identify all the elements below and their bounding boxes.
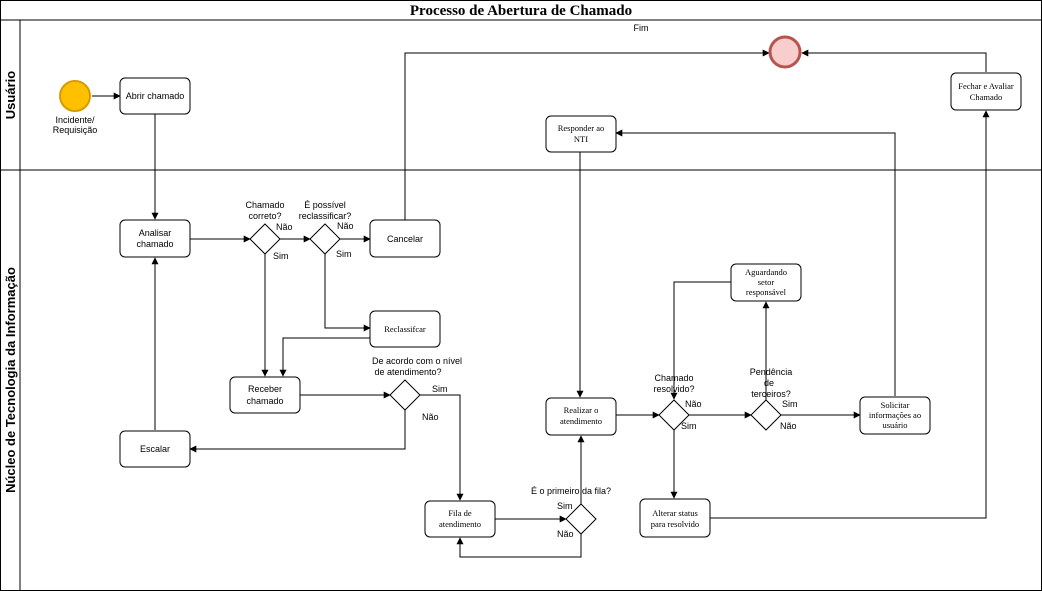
svg-text:de: de (764, 378, 774, 388)
svg-text:É possível: É possível (304, 200, 346, 210)
gateway-chamado-correto: Chamado correto? (245, 200, 285, 255)
svg-text:resolvido?: resolvido? (653, 384, 694, 394)
flow-label-nao: Não (780, 421, 797, 431)
svg-text:Receber: Receber (248, 384, 282, 394)
task-escalar: Escalar (119, 430, 191, 468)
svg-text:atendimento: atendimento (439, 519, 481, 529)
svg-text:atendimento: atendimento (560, 416, 602, 426)
svg-text:Reclassifcar: Reclassifcar (384, 324, 426, 334)
flow-label-sim: Sim (273, 251, 289, 261)
task-fila-atendimento: Fila de atendimento (424, 500, 496, 538)
svg-text:Aguardando: Aguardando (745, 267, 787, 277)
task-fechar-avaliar: Fechar e Avaliar Chamado (950, 72, 1022, 111)
task-solicitar-informacoes: Solicitar informações ao usuário (859, 396, 931, 435)
flow-label-sim: Sim (681, 421, 697, 431)
svg-text:chamado: chamado (246, 396, 283, 406)
task-abrir-chamado: Abrir chamado (119, 77, 191, 115)
flow-labels: Não Sim Não Sim Sim Não Sim Não Não Sim … (273, 221, 798, 539)
svg-text:setor: setor (758, 277, 775, 287)
task-cancelar: Cancelar (369, 219, 441, 258)
flow-label-nao: Não (422, 412, 439, 422)
svg-text:informações ao: informações ao (869, 410, 921, 420)
svg-text:NTI: NTI (574, 134, 588, 144)
svg-text:De acordo com o nível: De acordo com o nível (372, 356, 462, 366)
flow-label-sim: Sim (336, 249, 352, 259)
svg-text:Pendência: Pendência (750, 367, 793, 377)
task-responder-nti: Responder ao NTI (545, 115, 617, 153)
task-realizar-atendimento: Realizar o atendimento (545, 397, 617, 436)
svg-text:Fila de: Fila de (448, 508, 472, 518)
gateway-reclassificar: É possível reclassificar? (299, 200, 352, 255)
end-event-label: Fim (634, 23, 649, 33)
svg-text:Alterar status: Alterar status (652, 508, 698, 518)
svg-text:reclassificar?: reclassificar? (299, 211, 352, 221)
flow-label-nao: Não (685, 399, 702, 409)
flow-label-sim: Sim (432, 384, 448, 394)
svg-text:Fechar e Avaliar: Fechar e Avaliar (958, 81, 1014, 91)
svg-text:Chamado: Chamado (654, 373, 693, 383)
svg-text:É o primeiro da fila?: É o primeiro da fila? (531, 486, 611, 496)
svg-text:Chamado: Chamado (970, 92, 1003, 102)
flow-label-nao: Não (557, 529, 574, 539)
task-analisar-chamado: Analisar chamado (119, 219, 191, 258)
svg-text:usuário: usuário (882, 420, 907, 430)
svg-text:terceiros?: terceiros? (751, 389, 791, 399)
svg-text:Escalar: Escalar (140, 444, 170, 454)
svg-text:responsável: responsável (746, 287, 787, 297)
gateway-primeiro-fila: É o primeiro da fila? (531, 486, 611, 535)
gateway-pendencia-terceiros: Pendência de terceiros? (750, 367, 793, 431)
svg-text:de atendimento?: de atendimento? (374, 367, 441, 377)
svg-text:chamado: chamado (136, 239, 173, 249)
svg-text:Solicitar: Solicitar (881, 400, 910, 410)
svg-text:Chamado: Chamado (245, 200, 284, 210)
svg-text:Cancelar: Cancelar (387, 234, 423, 244)
task-receber-chamado: Receber chamado (229, 376, 301, 414)
svg-text:Abrir chamado: Abrir chamado (126, 91, 185, 101)
flow-label-nao: Não (337, 221, 354, 231)
flow-label-sim: Sim (782, 399, 798, 409)
start-event-label: Requisição (53, 125, 98, 135)
svg-text:para resolvido: para resolvido (651, 519, 699, 529)
svg-text:Responder ao: Responder ao (558, 123, 605, 133)
diagram-title: Processo de Abertura de Chamado (410, 3, 632, 19)
connectors (92, 49, 990, 558)
start-event (59, 80, 91, 112)
svg-text:Analisar: Analisar (139, 228, 172, 238)
task-reclassificar: Reclassifcar (369, 310, 441, 348)
svg-text:correto?: correto? (248, 211, 281, 221)
task-aguardando-setor: Aguardando setor responsável (730, 263, 802, 302)
lane-label-user: Usuário (3, 71, 18, 119)
lane-label-nti: Núcleo de Tecnologia da Informação (3, 267, 18, 493)
flow-label-sim: Sim (557, 501, 573, 511)
start-event-label: Incidente/ (55, 115, 95, 125)
flow-label-nao: Não (276, 222, 293, 232)
svg-text:Realizar o: Realizar o (564, 405, 599, 415)
task-alterar-status: Alterar status para resolvido (639, 498, 711, 538)
end-event (768, 35, 802, 69)
gateway-nivel-atendimento: De acordo com o nível de atendimento? (372, 356, 462, 411)
gateway-chamado-resolvido: Chamado resolvido? (653, 373, 695, 431)
